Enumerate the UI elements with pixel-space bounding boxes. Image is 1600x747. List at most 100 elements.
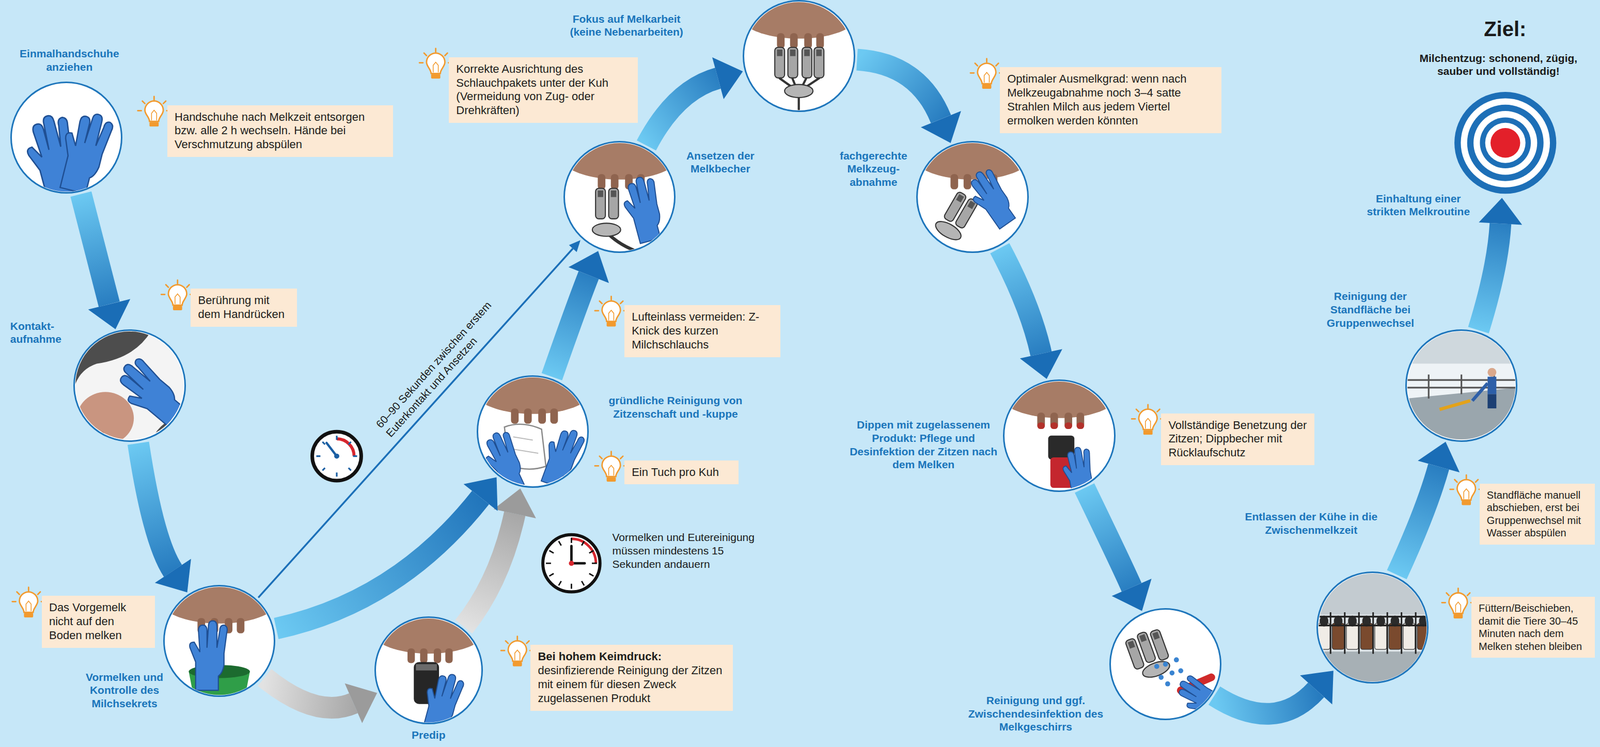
- tip-box: Bei hohem Keimdruck:desinfizierende Rein…: [530, 645, 733, 711]
- decor-shape: [816, 49, 823, 57]
- decor-shape: [1479, 117, 1531, 169]
- decor-shape: [478, 377, 588, 486]
- step-label-wrap: Predip: [387, 728, 470, 743]
- decor-shape: [1050, 422, 1059, 430]
- arrow-head: [463, 477, 498, 512]
- decor-shape: [1471, 383, 1488, 402]
- decor-shape: [1450, 475, 1483, 506]
- step-illustration: [917, 142, 1027, 252]
- arrow-head: [568, 251, 609, 284]
- flow-arrow: [856, 59, 961, 144]
- decor-shape: [779, 77, 820, 111]
- flow-ribbon: [552, 275, 589, 378]
- flow-ribbon: [264, 677, 354, 709]
- step-illustration: [11, 83, 121, 193]
- decor-shape: [1487, 394, 1497, 409]
- decor-shape: [814, 47, 825, 78]
- step-illustration: [1110, 609, 1220, 719]
- decor-shape: [917, 142, 1027, 252]
- decor-shape: [1140, 658, 1172, 681]
- decor-shape: [1076, 422, 1085, 430]
- step-circle: Ansetzen der Melkbecher: [563, 140, 676, 254]
- tip-text: Standfläche manuell abschieben, erst bei…: [1486, 489, 1588, 540]
- decor-shape: [1406, 331, 1516, 441]
- tip-box: Vollständige Benetzung der Zitzen; Dippb…: [1161, 413, 1314, 466]
- decor-shape: [417, 669, 466, 724]
- goal-text: Milchentzug: schonend, zügig, sauber und…: [1401, 51, 1596, 78]
- step-illustration: [1318, 573, 1427, 683]
- decor-shape: [164, 586, 274, 696]
- flow-ribbon: [1397, 466, 1439, 575]
- tip-box: Füttern/Beischieben, damit die Tiere 30–…: [1471, 597, 1595, 658]
- step-illustration: [1452, 89, 1559, 196]
- decor-shape: [1331, 623, 1344, 650]
- decor-shape: [189, 620, 228, 691]
- decor-shape: [536, 424, 587, 487]
- step-circle: fachgerechte Melkzeug- abnahme: [916, 140, 1029, 254]
- decor-shape: [790, 33, 798, 49]
- arrow-head: [154, 559, 192, 593]
- decor-shape: [1388, 623, 1401, 650]
- decor-shape: [932, 217, 964, 244]
- decor-shape: [478, 428, 531, 487]
- decor-shape: [1318, 651, 1427, 683]
- decor-shape: [1318, 617, 1427, 626]
- step-illustration: [74, 331, 184, 441]
- target-node: Milchentzug: schonend, zügig, sauber und…: [1452, 89, 1559, 196]
- flow-arrow: [1214, 670, 1334, 715]
- decor-shape: [375, 618, 481, 724]
- decor-shape: [1343, 612, 1346, 654]
- tip-box: Standfläche manuell abschieben, erst bei…: [1479, 483, 1595, 545]
- tip-text: desinfizierende Reinigung der Zitzen mit…: [537, 664, 726, 706]
- flow-arrow: [1397, 442, 1461, 576]
- step-circle: Einmalhandschuhe anziehen: [10, 81, 123, 194]
- step-illustration: [1406, 331, 1516, 441]
- step-label-wrap: Entlassen der Kühe in die Zwischenmelkze…: [1244, 510, 1378, 537]
- decor-shape: [591, 223, 621, 237]
- decor-shape: [595, 188, 606, 219]
- decor-shape: [1374, 623, 1387, 650]
- step-illustration: [478, 377, 588, 486]
- decor-shape: [961, 165, 1022, 232]
- decor-shape: [1318, 573, 1427, 615]
- arrow-head: [569, 240, 581, 253]
- tip-box: Korrekte Ausrichtung des Schlauchpakets …: [448, 57, 638, 123]
- decor-shape: [1318, 573, 1427, 683]
- decor-shape: [955, 194, 964, 203]
- decor-shape: [1466, 104, 1544, 182]
- flow-arrow: [1478, 197, 1523, 331]
- decor-shape: [334, 453, 340, 460]
- decor-shape: [1171, 673, 1220, 720]
- decor-shape: [1131, 404, 1165, 435]
- decor-shape: [1403, 623, 1416, 650]
- decor-shape: [53, 107, 115, 193]
- decor-shape: [545, 538, 598, 590]
- step-label: Dippen mit zugelassenem Produkt: Pflege …: [841, 418, 1006, 472]
- step-label-wrap: Einmalhandschuhe anziehen: [3, 46, 136, 74]
- decor-shape: [744, 1, 854, 39]
- decor-shape: [542, 535, 601, 593]
- decor-shape: [1406, 331, 1516, 441]
- step-circle: gründliche Reinigung von Zitzenschaft un…: [476, 375, 589, 488]
- decor-shape: [963, 174, 972, 190]
- flow-arrow: [552, 251, 609, 377]
- timing-line: [258, 248, 573, 599]
- tip-text: Lufteinlass vermeiden: Z-Knick des kurze…: [631, 310, 774, 352]
- tip-box: Handschuhe nach Melkzeit entsorgen bzw. …: [167, 105, 394, 158]
- decor-shape: [1439, 401, 1470, 411]
- decor-shape: [1406, 387, 1516, 441]
- flow-ribbon: [999, 248, 1042, 354]
- decor-shape: [608, 188, 619, 219]
- decor-shape: [802, 47, 812, 78]
- flow-ribbon: [81, 194, 110, 305]
- step-label-wrap: gründliche Reinigung von Zitzenschaft un…: [588, 394, 763, 421]
- arrow-head: [344, 683, 378, 724]
- decor-shape: [1165, 681, 1171, 687]
- tip-text: Füttern/Beischieben, damit die Tiere 30–…: [1478, 602, 1588, 653]
- tip-box: Optimaler Ausmelkgrad: wenn nach Melkzeu…: [999, 67, 1222, 133]
- decor-shape: [1460, 98, 1550, 188]
- step-illustration: [164, 586, 274, 696]
- gauge-icon: [312, 431, 362, 481]
- decor-shape: [164, 586, 274, 624]
- decor-shape: [597, 174, 606, 190]
